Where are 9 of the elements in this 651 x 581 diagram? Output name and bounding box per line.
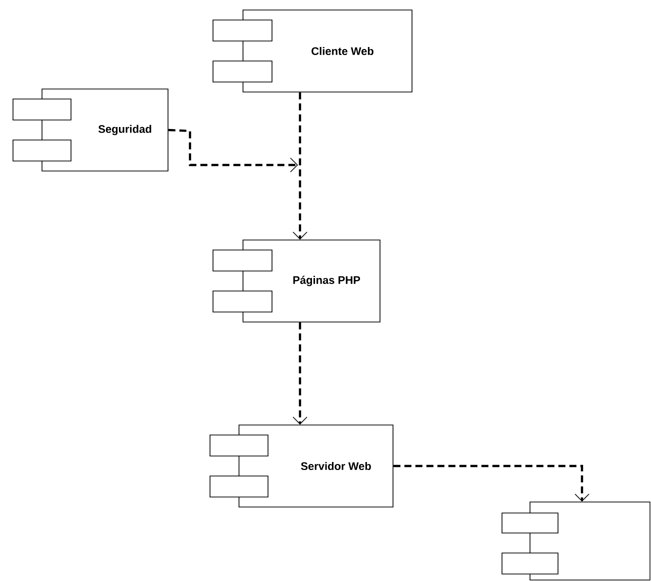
component-box: Servidor Web (210, 424, 394, 508)
arrow (168, 128, 298, 172)
component-box: Páginas PHP (212, 240, 380, 322)
component-box: Cliente Web (212, 10, 412, 92)
arrow (393, 464, 590, 502)
arrow (292, 322, 308, 425)
component-box: Seguridad (12, 88, 168, 172)
arrow (292, 92, 308, 240)
component-box (502, 502, 650, 580)
